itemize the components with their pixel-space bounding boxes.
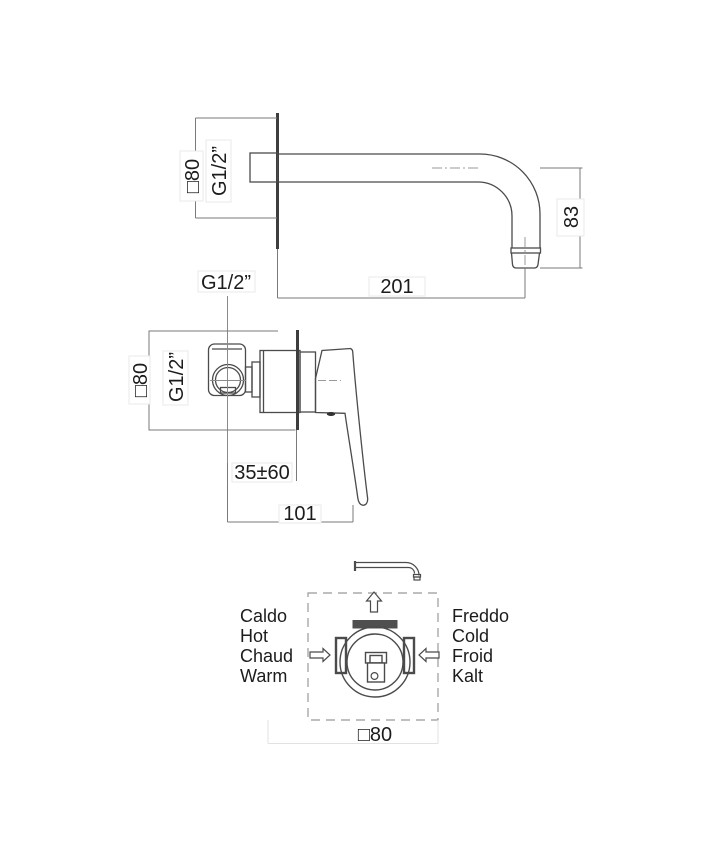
valve-top-plate — [352, 620, 398, 629]
valve-left-tab — [334, 636, 348, 675]
cold-label-de: Kalt — [452, 666, 483, 686]
spout-centerlines — [432, 167, 526, 293]
valve-handle-screw — [370, 671, 379, 680]
cold-water-labels: Freddo Cold Froid Kalt — [452, 606, 509, 686]
dim-depth-total-101: 101 — [283, 503, 316, 525]
dim-thread-mid: G1/2” — [166, 352, 188, 402]
hot-label-en: Hot — [240, 626, 268, 646]
valve-outer-circle — [339, 626, 411, 698]
hot-water-labels: Caldo Hot Chaud Warm — [240, 606, 293, 686]
dim-square-top: □80 — [182, 159, 204, 193]
valve-right-tab — [402, 636, 416, 675]
spout-tube-outer — [279, 153, 541, 248]
mini-spout-icon — [353, 561, 422, 581]
hot-label-it: Caldo — [240, 606, 287, 626]
cold-label-it: Freddo — [452, 606, 509, 626]
mixer-connector-step — [244, 366, 253, 393]
mixer-body — [259, 349, 301, 414]
mixer-connector — [251, 361, 261, 398]
dim-height-83: 83 — [561, 206, 583, 228]
flow-arrows — [309, 591, 440, 663]
outlet-arrow — [365, 591, 383, 613]
dimension-text-boxes-mid — [128, 270, 322, 524]
hot-inlet-arrow — [309, 647, 331, 663]
hot-label-fr: Chaud — [240, 646, 293, 666]
mixer-front-collar — [299, 351, 317, 413]
cold-inlet-arrow — [418, 647, 440, 663]
label-thread-mid: G1/2” — [201, 272, 251, 294]
valve-handle-cap — [364, 651, 388, 664]
dimension-text-boxes-top — [179, 139, 585, 297]
spout-nozzle-band — [510, 247, 542, 254]
spout-flange — [249, 152, 279, 183]
dim-square-mid: □80 — [130, 363, 152, 397]
spout-tube-inner — [279, 181, 513, 248]
mixer-centerlines — [210, 296, 246, 463]
lever-set-screw — [326, 412, 336, 416]
dim-square-bottom: □80 — [358, 724, 392, 746]
dim-depth-range: 35±60 — [234, 462, 289, 484]
cold-label-fr: Froid — [452, 646, 493, 666]
valve-front-schematic — [334, 620, 416, 698]
dim-length-201: 201 — [380, 276, 413, 298]
lever-handle — [314, 347, 369, 506]
faint-guide-box — [267, 720, 439, 744]
spout-side-view — [249, 113, 542, 269]
dim-thread-top: G1/2” — [209, 146, 231, 196]
hot-label-de: Warm — [240, 666, 287, 686]
cold-label-en: Cold — [452, 626, 489, 646]
